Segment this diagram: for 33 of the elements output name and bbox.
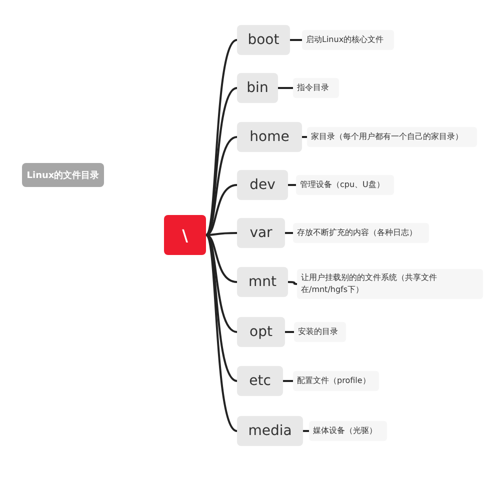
connector-line bbox=[288, 184, 296, 186]
connector-line bbox=[205, 87, 238, 236]
directory-box: mnt bbox=[237, 267, 288, 297]
description-box: 存放不断扩充的内容（各种日志） bbox=[293, 223, 429, 243]
description-box: 管理设备（cpu、U盘） bbox=[296, 175, 394, 195]
directory-box: media bbox=[237, 416, 303, 446]
directory-box: boot bbox=[237, 25, 290, 55]
directory-box: etc bbox=[237, 366, 283, 396]
connector-line bbox=[283, 380, 293, 382]
directory-box: opt bbox=[237, 317, 285, 347]
directory-box: dev bbox=[237, 170, 288, 200]
connector-line bbox=[288, 281, 298, 285]
description-box: 启动Linux的核心文件 bbox=[302, 30, 394, 50]
description-box: 安装的目录 bbox=[294, 322, 346, 342]
connector-line bbox=[205, 39, 238, 236]
connector-line bbox=[285, 331, 294, 333]
directory-box: home bbox=[237, 122, 302, 152]
description-box: 家目录（每个用户都有一个自己的家目录） bbox=[307, 127, 477, 147]
topic-box: Linux的文件目录 bbox=[22, 163, 104, 187]
description-box: 媒体设备（光驱） bbox=[309, 421, 387, 441]
connector-line bbox=[205, 234, 238, 382]
directory-box: var bbox=[237, 218, 285, 248]
connector-line bbox=[278, 87, 293, 89]
connector-line bbox=[302, 136, 307, 138]
connector-line bbox=[205, 234, 238, 432]
root-box: \ bbox=[164, 215, 206, 255]
description-box: 配置文件（profile） bbox=[293, 371, 379, 391]
directory-box: bin bbox=[237, 73, 278, 103]
connector-line bbox=[290, 39, 302, 41]
description-box: 让用户挂载别的的文件系统（共享文件在/mnt/hgfs下） bbox=[297, 269, 483, 299]
connector-line bbox=[303, 430, 309, 432]
description-box: 指令目录 bbox=[293, 78, 339, 98]
connector-line bbox=[285, 232, 293, 234]
